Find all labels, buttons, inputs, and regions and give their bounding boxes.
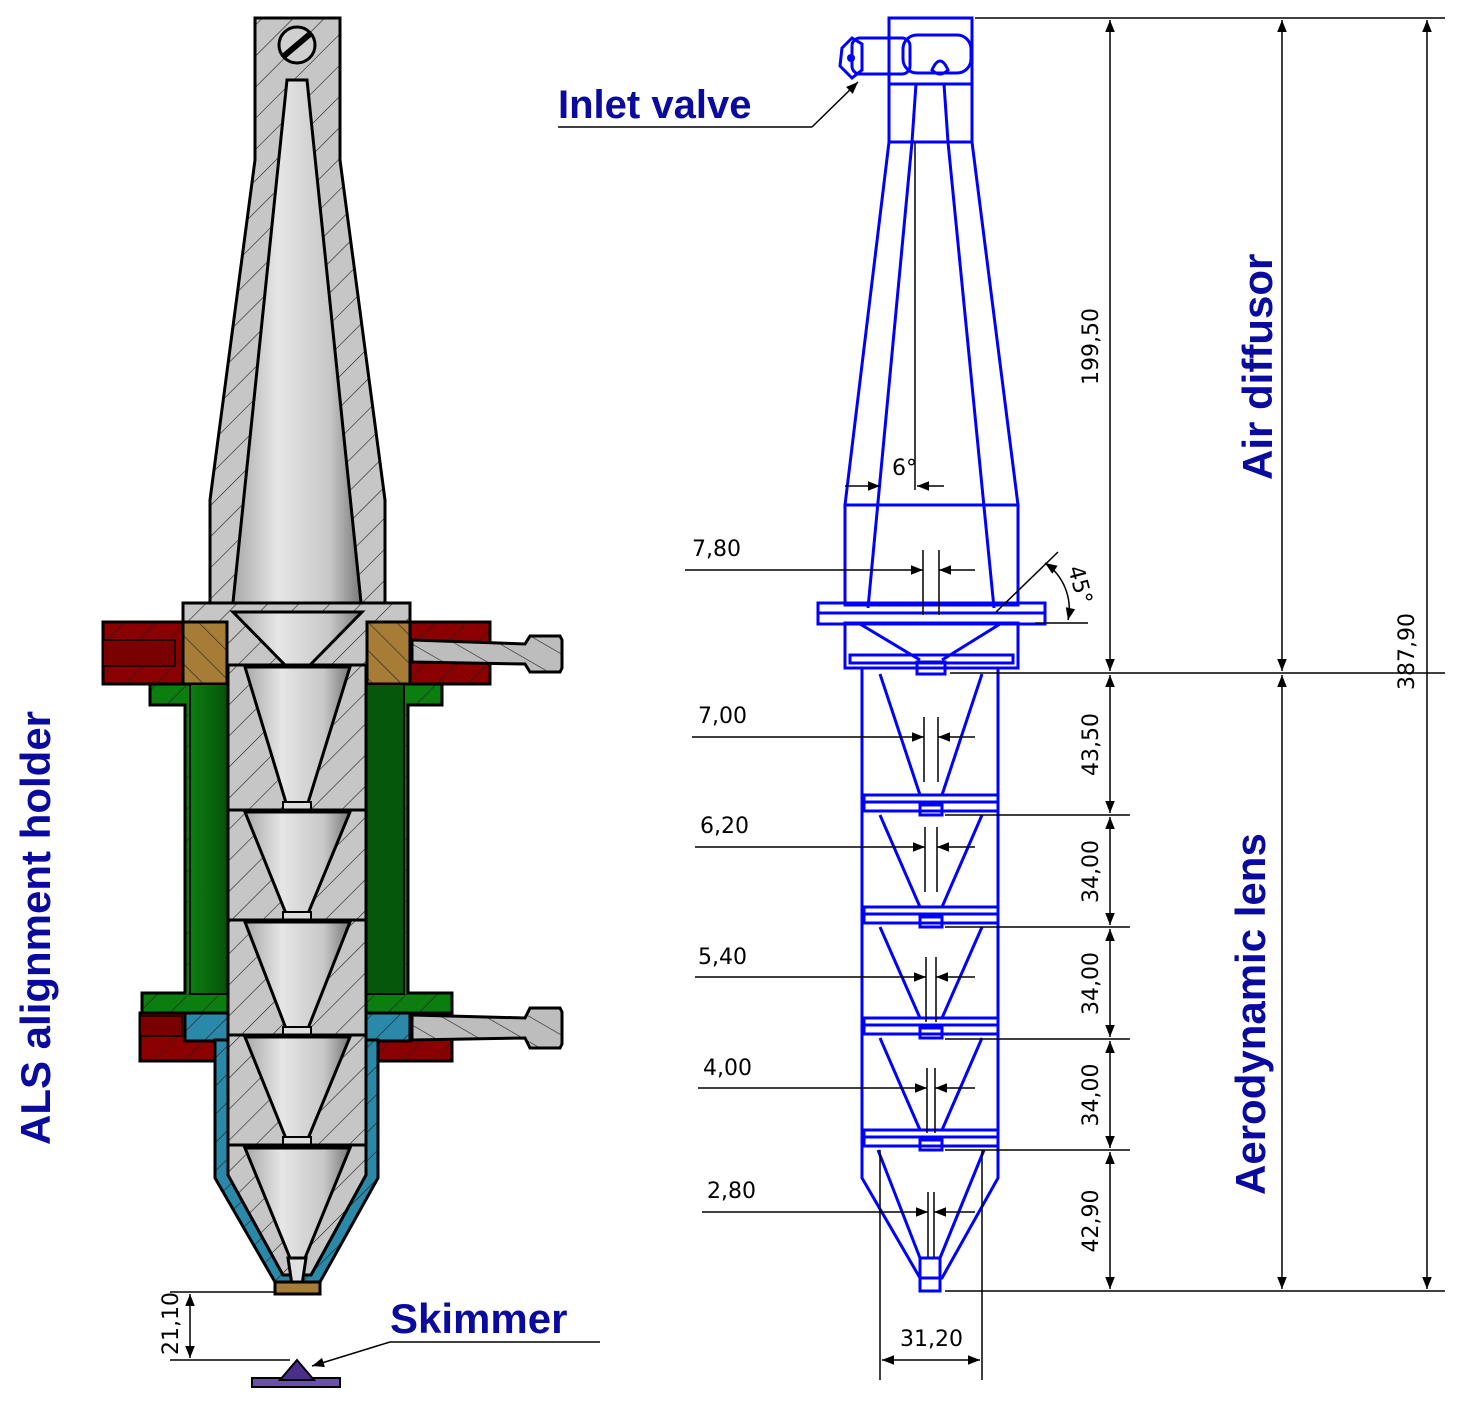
air-diffusor-body — [843, 140, 1020, 507]
alignment-bolt-top — [410, 634, 564, 674]
stage-length-value: 34,00 — [1079, 952, 1104, 1015]
valve-body — [901, 33, 973, 75]
lens-cone-left — [878, 926, 922, 1019]
lens-cone-left — [878, 814, 922, 908]
outer-diameter-value: 31,20 — [900, 1327, 963, 1352]
inlet-valve-label: Inlet valve — [558, 83, 751, 127]
orifice-diameter-value: 2,80 — [707, 1179, 756, 1204]
valve-port — [930, 59, 950, 76]
air-diffusor-length-value: 199,50 — [1079, 308, 1104, 385]
stage-length-value: 34,00 — [1079, 1064, 1104, 1127]
orifice-diameter-value: 5,40 — [698, 945, 747, 970]
screw-slot — [282, 31, 312, 59]
valve-bore-line — [910, 83, 918, 143]
alignment-bolt-bottom — [410, 1006, 564, 1050]
chamfer-extension-line — [995, 551, 1059, 613]
lens-tube — [862, 673, 1000, 1152]
total-length-value: 387,90 — [1395, 613, 1420, 690]
skimmer-part — [251, 1358, 341, 1388]
ring-bottom-left — [183, 1011, 230, 1043]
als-holder-section: 21,10 Skimmer ALS alignment holder — [12, 16, 600, 1388]
diffusor-inner-line — [866, 141, 914, 609]
lens-tube-outline — [860, 666, 1000, 1280]
lens-cone-right — [940, 673, 984, 796]
nozzle-tip — [273, 1280, 322, 1296]
diffusor-inner-line — [946, 141, 996, 609]
orifice-diameter-value: 7,80 — [692, 537, 741, 562]
skimmer-cone — [277, 1358, 317, 1381]
lens-stack-section — [226, 663, 368, 1147]
orifice-diameter-value: 7,00 — [698, 704, 747, 729]
valve-bore-line — [942, 83, 950, 143]
aerodynamic-lens-outline: Inlet valve 6° 45° 31,20 43,50 34,00 34,00… — [558, 16, 1445, 1380]
lens-cone-right — [940, 1037, 984, 1131]
stage-length-value: 42,90 — [1079, 1190, 1104, 1253]
length-dimensions: 43,50 34,00 34,00 34,00 42,90 — [945, 17, 1445, 1292]
orifice-diameter-value: 4,00 — [703, 1056, 752, 1081]
exit-cone-line — [938, 1149, 986, 1259]
lens-cone-right — [940, 814, 984, 908]
lens-cone-left — [878, 1037, 922, 1131]
cone-angle-value: 6° — [892, 456, 917, 481]
lens-orifice-3 — [918, 1026, 944, 1040]
ring-top-left — [181, 620, 229, 686]
valve-knob-dot — [847, 54, 855, 62]
ring-top-right — [365, 620, 412, 686]
lens-exit-nozzle — [918, 1256, 942, 1293]
lens-orifice-1 — [918, 803, 944, 817]
exit-cone-line — [876, 1149, 922, 1259]
clamp-top-left-bore — [102, 639, 176, 667]
lens-orifice-2 — [918, 915, 944, 929]
orifice-diameter-value: 6,20 — [700, 814, 749, 839]
valve-knob — [838, 36, 864, 81]
skimmer-distance-value: 21,10 — [159, 1292, 184, 1355]
ring-bottom-right — [364, 1011, 412, 1043]
holder-tube-wall-right — [365, 683, 405, 995]
skimmer-leader-line — [311, 1341, 391, 1368]
als-holder-label: ALS alignment holder — [12, 711, 59, 1145]
chamfer-angle-value: 45° — [1062, 563, 1096, 607]
chamfer-angle-arc — [1044, 562, 1076, 621]
diffusor-base — [843, 503, 1020, 607]
air-diffusor-label: Air diffusor — [1234, 254, 1281, 480]
stage-length-value: 34,00 — [1079, 840, 1104, 903]
inlet-valve-leader-line — [811, 81, 859, 128]
aerodynamic-lens-label: Aerodynamic lens — [1227, 833, 1274, 1195]
clamp-bottom-left-bore — [139, 1015, 183, 1037]
lens-cone-right — [940, 926, 984, 1019]
holder-tube-wall-left — [189, 683, 229, 995]
lens-orifice-4 — [918, 1138, 944, 1152]
lens-cone-left — [878, 673, 922, 796]
stage-length-value: 43,50 — [1079, 713, 1104, 776]
inlet-valve — [838, 16, 974, 144]
skimmer-label: Skimmer — [390, 1295, 567, 1342]
orifice-dimensions: 7,80 7,00 6,20 5,40 4,00 2,80 — [685, 537, 975, 1257]
